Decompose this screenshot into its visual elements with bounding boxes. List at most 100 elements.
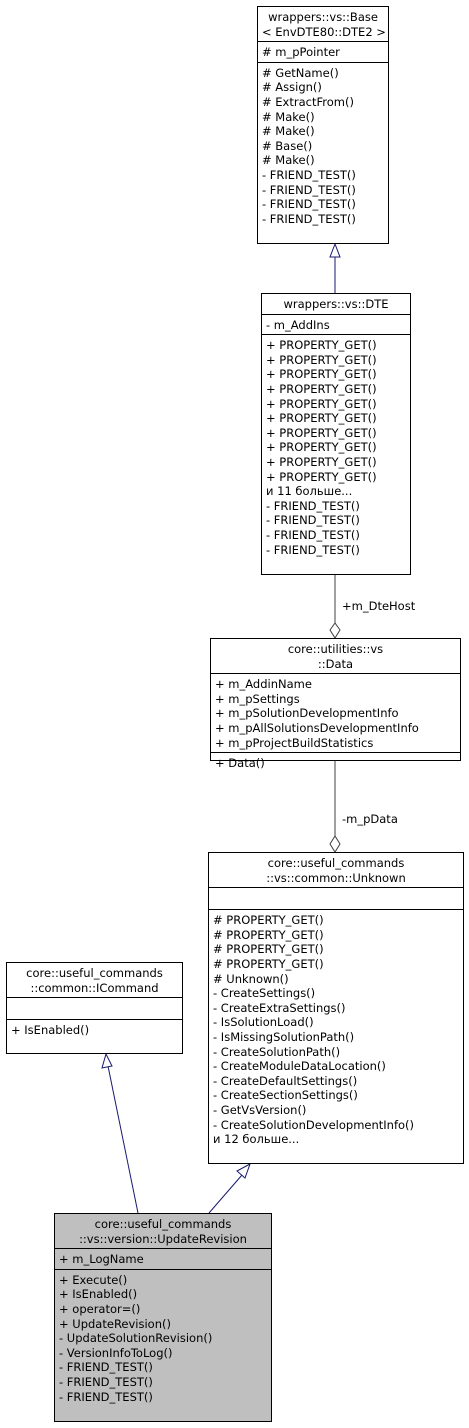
inheritance-arrowhead-base: [329, 242, 341, 258]
method-item: + UpdateRevision(): [59, 1316, 171, 1331]
method-item: # Unknown(): [213, 971, 289, 986]
method-item: + PROPERTY_GET(): [266, 396, 377, 411]
method-item: # PROPERTY_GET(): [213, 942, 324, 957]
class-update-revision-attributes: + m_LogName: [55, 1248, 271, 1269]
method-item: - FRIEND_TEST(): [266, 542, 360, 557]
method-item: + PROPERTY_GET(): [266, 440, 377, 455]
method-item: + PROPERTY_GET(): [266, 381, 377, 396]
edge-label-p-data: -m_pData: [342, 812, 398, 826]
method-item: # Make(): [262, 153, 315, 168]
class-data-attributes: + m_AddinName + m_pSettings + m_pSolutio…: [211, 673, 460, 752]
class-base-attributes: # m_pPointer: [258, 41, 388, 62]
class-icommand-methods: + IsEnabled(): [7, 1019, 182, 1040]
method-item: - FRIEND_TEST(): [262, 197, 356, 212]
method-item: - FRIEND_TEST(): [266, 527, 360, 542]
inheritance-arrowhead-icommand: [101, 1052, 113, 1069]
class-title-line: ::common::ICommand: [30, 980, 159, 995]
attribute-item: + m_AddinName: [215, 677, 312, 692]
method-item: - CreateModuleDataLocation(): [213, 1059, 386, 1074]
class-data-methods: + Data(): [211, 752, 460, 773]
class-update-revision-title: core::useful_commands ::vs::version::Upd…: [55, 1214, 271, 1248]
more-members-note[interactable]: и 11 больше...: [266, 484, 353, 499]
class-data-title: core::utilities::vs ::Data: [211, 639, 460, 673]
class-title-line: wrappers::vs::DTE: [283, 297, 389, 311]
method-item: - CreateSolutionPath(): [213, 1044, 341, 1059]
class-unknown-attributes: [209, 887, 463, 909]
aggregation-diamond-dte: [329, 622, 341, 639]
class-title-line: core::utilities::vs: [287, 642, 384, 656]
class-title-line: ::vs::version::UpdateRevision: [79, 1231, 247, 1246]
class-title-line: < EnvDTE80::DTE2 >: [262, 24, 386, 39]
attribute-item: + m_LogName: [59, 1252, 144, 1267]
method-item: # GetName(): [262, 65, 339, 80]
method-item: - CreateSettings(): [213, 986, 316, 1001]
class-unknown-methods: # PROPERTY_GET() # PROPERTY_GET() # PROP…: [209, 909, 463, 1149]
method-item: - FRIEND_TEST(): [262, 167, 356, 182]
class-data[interactable]: core::utilities::vs ::Data + m_AddinName…: [210, 638, 461, 770]
class-dte-methods: + PROPERTY_GET() + PROPERTY_GET() + PROP…: [262, 334, 410, 559]
method-item: - IsMissingSolutionPath(): [213, 1029, 355, 1044]
class-unknown[interactable]: core::useful_commands ::vs::common::Unkn…: [208, 852, 464, 1164]
class-dte-attributes: - m_AddIns: [262, 313, 410, 335]
method-item: + PROPERTY_GET(): [266, 338, 377, 353]
class-title-line: wrappers::vs::Base: [268, 10, 378, 24]
method-item: - CreateSectionSettings(): [213, 1088, 358, 1103]
method-item: + IsEnabled(): [11, 1023, 90, 1038]
inheritance-arrowhead-unknown: [236, 1162, 251, 1179]
class-dte[interactable]: wrappers::vs::DTE - m_AddIns + PROPERTY_…: [261, 293, 411, 575]
method-item: # PROPERTY_GET(): [213, 956, 324, 971]
method-item: + PROPERTY_GET(): [266, 425, 377, 440]
inheritance-edge-update-unknown: [208, 1174, 243, 1214]
method-item: # Make(): [262, 124, 315, 139]
method-item: - FRIEND_TEST(): [266, 498, 360, 513]
class-base-methods: # GetName() # Assign() # ExtractFrom() #…: [258, 61, 388, 229]
method-item: - FRIEND_TEST(): [262, 211, 356, 226]
method-item: + PROPERTY_GET(): [266, 469, 377, 484]
method-item: - FRIEND_TEST(): [59, 1360, 153, 1375]
method-item: + PROPERTY_GET(): [266, 367, 377, 382]
method-item: + PROPERTY_GET(): [266, 411, 377, 426]
method-item: + PROPERTY_GET(): [266, 352, 377, 367]
method-item: - FRIEND_TEST(): [59, 1389, 153, 1404]
method-item: - UpdateSolutionRevision(): [59, 1331, 213, 1346]
method-item: - CreateExtraSettings(): [213, 1000, 346, 1015]
method-item: # Assign(): [262, 80, 322, 95]
method-item: # PROPERTY_GET(): [213, 913, 324, 928]
class-base[interactable]: wrappers::vs::Base < EnvDTE80::DTE2 > # …: [257, 6, 389, 244]
method-item: - CreateSolutionDevelopmentInfo(): [213, 1117, 415, 1132]
method-item: - IsSolutionLoad(): [213, 1015, 314, 1030]
method-item: # Make(): [262, 109, 315, 124]
method-item: - FRIEND_TEST(): [266, 513, 360, 528]
class-title-line: core::useful_commands: [94, 1217, 232, 1231]
attribute-item: + m_pSolutionDevelopmentInfo: [215, 706, 399, 721]
method-item: - VersionInfoToLog(): [59, 1345, 173, 1360]
method-item: - GetVsVersion(): [213, 1102, 307, 1117]
edge-label-dte-host: +m_DteHost: [342, 599, 416, 613]
method-item: + operator=(): [59, 1301, 141, 1316]
class-icommand-attributes: [7, 997, 182, 1019]
method-item: + Data(): [215, 756, 265, 771]
class-title-line: ::vs::common::Unknown: [266, 870, 406, 885]
class-dte-title: wrappers::vs::DTE: [262, 294, 410, 314]
class-title-line: ::Data: [317, 656, 354, 671]
attribute-item: + m_pAllSolutionsDevelopmentInfo: [215, 720, 419, 735]
method-item: # ExtractFrom(): [262, 94, 354, 109]
class-base-title: wrappers::vs::Base < EnvDTE80::DTE2 >: [258, 7, 388, 41]
attribute-item: - m_AddIns: [266, 317, 330, 332]
class-icommand[interactable]: core::useful_commands ::common::ICommand…: [6, 962, 183, 1054]
class-unknown-title: core::useful_commands ::vs::common::Unkn…: [209, 853, 463, 887]
method-item: + PROPERTY_GET(): [266, 454, 377, 469]
method-item: + Execute(): [59, 1272, 128, 1287]
method-item: # PROPERTY_GET(): [213, 927, 324, 942]
method-item: - CreateDefaultSettings(): [213, 1073, 358, 1088]
class-title-line: core::useful_commands: [267, 856, 405, 870]
method-item: + IsEnabled(): [59, 1287, 138, 1302]
method-item: - FRIEND_TEST(): [262, 182, 356, 197]
class-title-line: core::useful_commands: [26, 966, 163, 980]
method-item: # Base(): [262, 138, 313, 153]
class-update-revision[interactable]: core::useful_commands ::vs::version::Upd…: [54, 1213, 272, 1422]
inheritance-edge-update-icommand: [107, 1065, 139, 1214]
more-members-note[interactable]: и 12 больше...: [213, 1132, 300, 1147]
attribute-item: + m_pProjectBuildStatistics: [215, 735, 374, 750]
